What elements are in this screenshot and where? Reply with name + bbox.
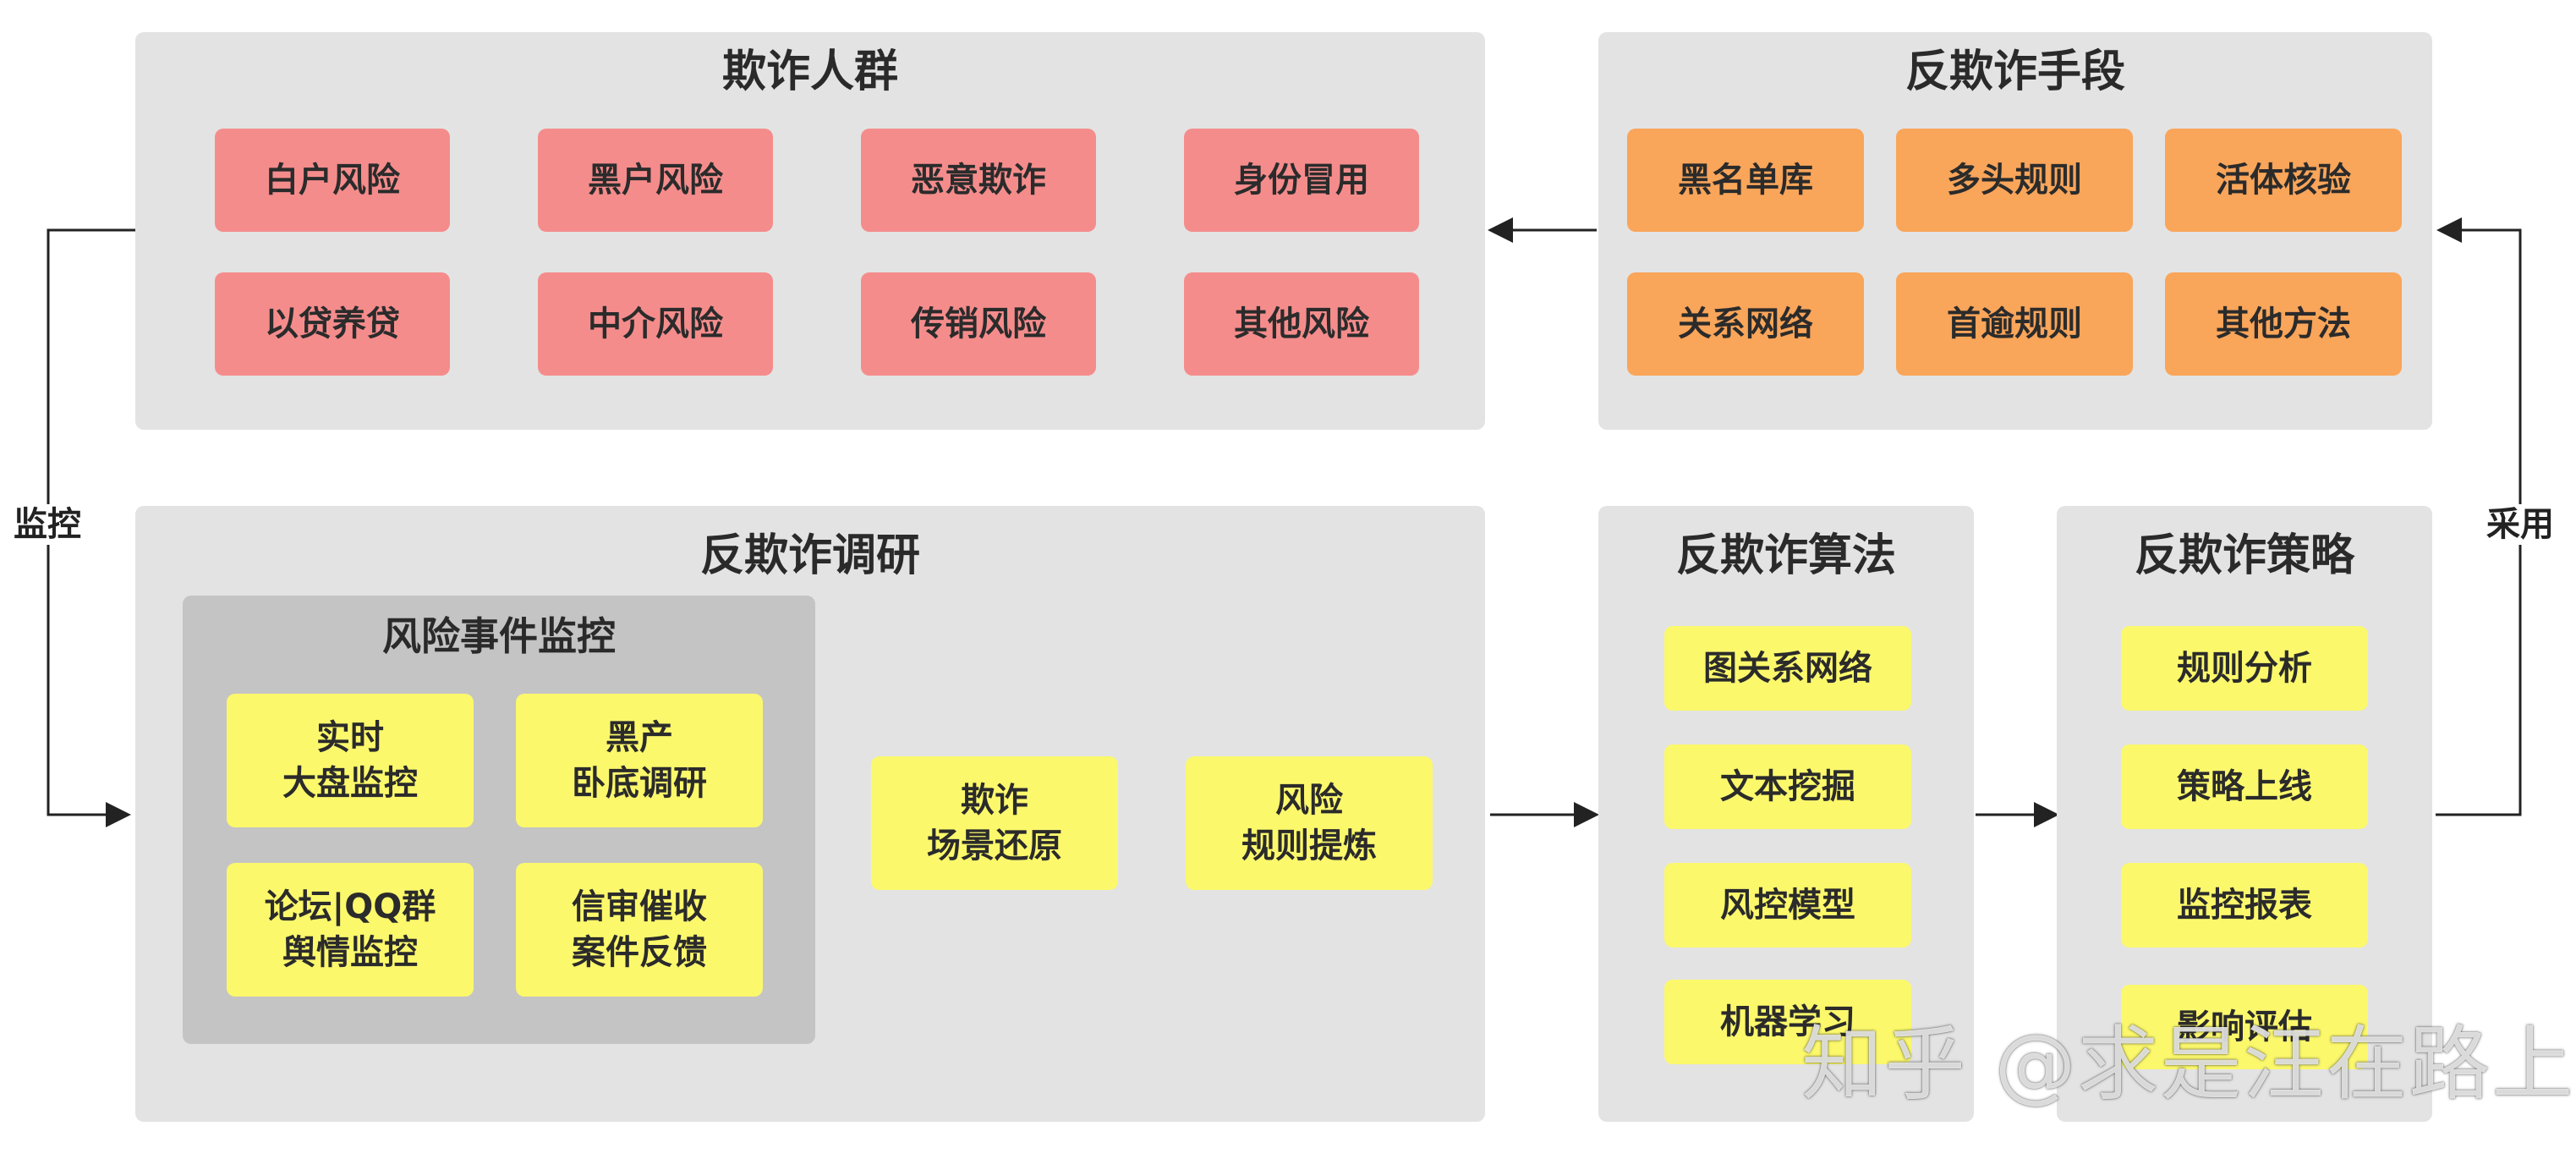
- means-item: 活体核验: [2165, 129, 2402, 232]
- monitoring-item: 黑产 卧底调研: [516, 694, 763, 827]
- fraud-item: 恶意欺诈: [861, 129, 1096, 232]
- monitoring-item: 实时 大盘监控: [227, 694, 474, 827]
- anti-fraud-research-panel: 反欺诈调研 风险事件监控 实时 大盘监控 黑产 卧底调研 论坛|QQ群 舆情监控…: [135, 506, 1485, 1122]
- fraud-item: 传销风险: [861, 272, 1096, 376]
- fraud-item: 中介风险: [538, 272, 773, 376]
- anti-fraud-means-panel: 反欺诈手段 黑名单库 多头规则 活体核验 关系网络 首逾规则 其他方法: [1598, 32, 2432, 430]
- fraud-item: 白户风险: [215, 129, 450, 232]
- fraud-item: 黑户风险: [538, 129, 773, 232]
- risk-event-monitoring-panel: 风险事件监控 实时 大盘监控 黑产 卧底调研 论坛|QQ群 舆情监控 信审催收 …: [183, 596, 815, 1044]
- zhihu-watermark: 知乎 @求是汪在路上: [1801, 1017, 2575, 1112]
- anti-fraud-research-title: 反欺诈调研: [699, 530, 920, 581]
- anti-fraud-algorithm-title: 反欺诈算法: [1675, 530, 1896, 581]
- adopt-label: 采用: [2486, 504, 2554, 545]
- fraud-item: 其他风险: [1184, 272, 1419, 376]
- fraud-population-title: 欺诈人群: [721, 47, 898, 97]
- anti-fraud-means-title: 反欺诈手段: [1905, 47, 2125, 97]
- fraud-item: 以贷养贷: [215, 272, 450, 376]
- means-item: 多头规则: [1896, 129, 2133, 232]
- means-item: 关系网络: [1627, 272, 1864, 376]
- rule-refine-box: 风险 规则提炼: [1186, 756, 1433, 890]
- strategy-item: 影响评估: [2121, 985, 2368, 1069]
- algorithm-item: 文本挖掘: [1664, 744, 1911, 829]
- monitoring-item: 论坛|QQ群 舆情监控: [227, 863, 474, 997]
- strategy-item: 策略上线: [2121, 744, 2368, 829]
- anti-fraud-algorithm-panel: 反欺诈算法 图关系网络 文本挖掘 风控模型 机器学习: [1598, 506, 1974, 1122]
- algorithm-item: 机器学习: [1664, 980, 1911, 1064]
- fraud-item: 身份冒用: [1184, 129, 1419, 232]
- strategy-item: 监控报表: [2121, 863, 2368, 948]
- monitor-label: 监控: [14, 504, 81, 545]
- risk-event-monitoring-title: 风险事件监控: [382, 613, 616, 659]
- fraud-population-panel: 欺诈人群 白户风险 黑户风险 恶意欺诈 身份冒用 以贷养贷 中介风险 传销风险 …: [135, 32, 1485, 430]
- algorithm-item: 图关系网络: [1664, 626, 1911, 711]
- anti-fraud-strategy-title: 反欺诈策略: [2134, 530, 2354, 581]
- monitoring-item: 信审催收 案件反馈: [516, 863, 763, 997]
- anti-fraud-strategy-panel: 反欺诈策略 规则分析 策略上线 监控报表 影响评估: [2057, 506, 2432, 1122]
- strategy-item: 规则分析: [2121, 626, 2368, 711]
- means-item: 其他方法: [2165, 272, 2402, 376]
- algorithm-item: 风控模型: [1664, 863, 1911, 948]
- means-item: 黑名单库: [1627, 129, 1864, 232]
- scene-restore-box: 欺诈 场景还原: [871, 756, 1118, 890]
- means-item: 首逾规则: [1896, 272, 2133, 376]
